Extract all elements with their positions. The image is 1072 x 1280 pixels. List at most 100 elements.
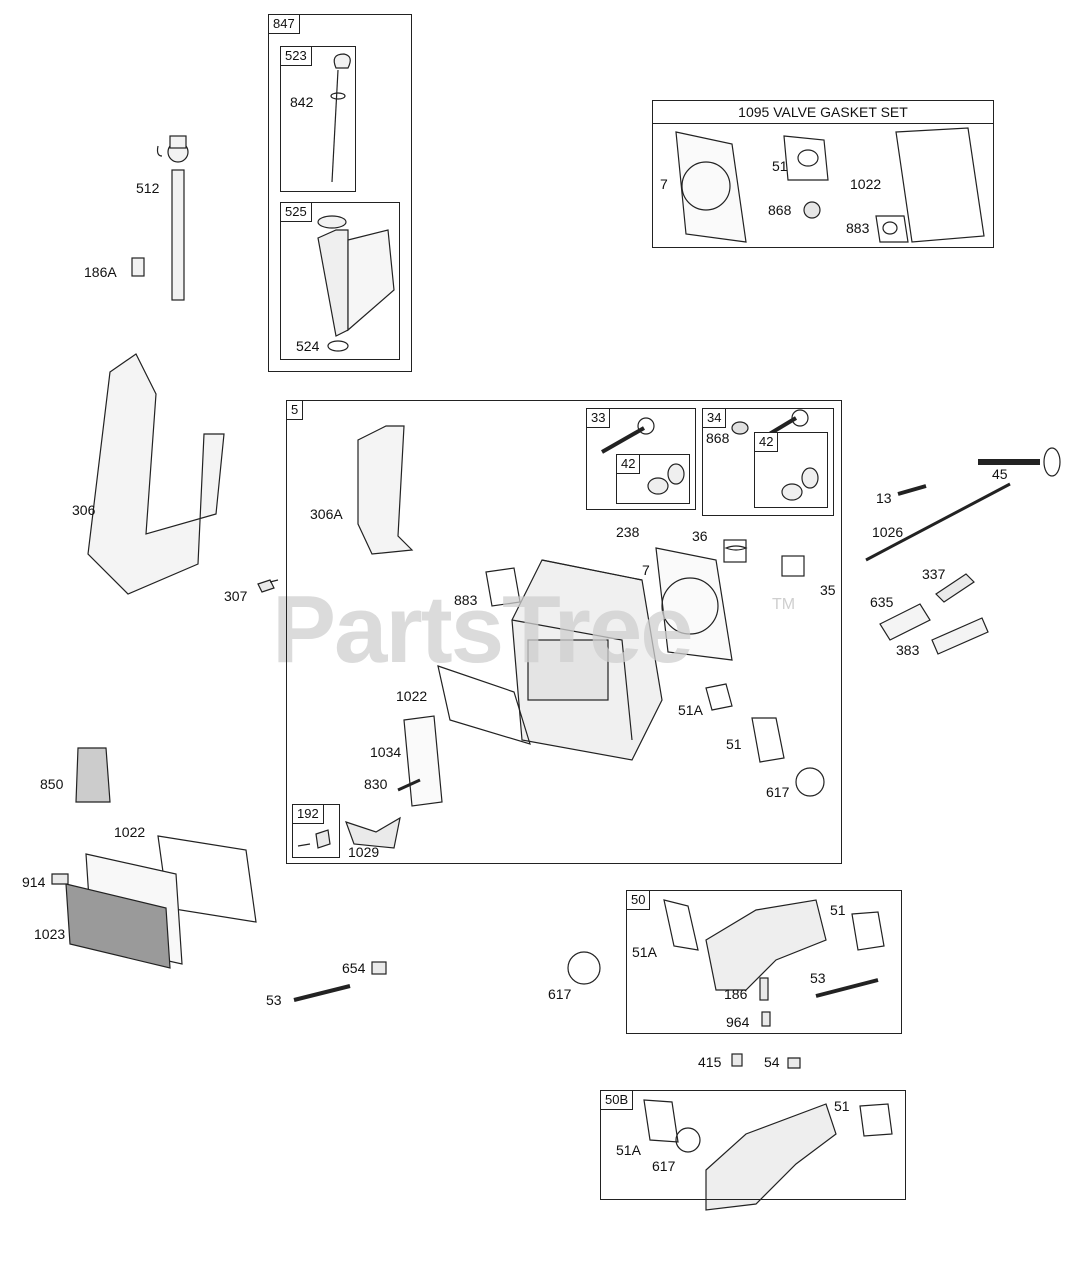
label-7: 7 — [642, 562, 650, 578]
label-gasket-set-1022: 1022 — [850, 176, 882, 192]
box-42-a-tag: 42 — [616, 454, 641, 474]
box-34-tag: 34 — [702, 408, 727, 428]
box-525-tag: 525 — [280, 202, 312, 222]
label-box50b-617: 617 — [652, 1158, 676, 1174]
box-33-tag: 33 — [586, 408, 611, 428]
label-53: 53 — [266, 992, 282, 1008]
label-914: 914 — [22, 874, 46, 890]
label-868: 868 — [706, 430, 730, 446]
valve-33-drawing — [601, 417, 685, 495]
springs-drawing — [723, 539, 805, 577]
part-186-drawing — [759, 977, 769, 1001]
label-383: 383 — [896, 642, 920, 658]
part-186a-drawing — [131, 257, 145, 277]
valve-34-drawing — [731, 409, 819, 501]
label-gasket-set-868: 868 — [768, 202, 792, 218]
bolt-13-drawing — [897, 484, 927, 496]
box-523-tag: 523 — [280, 46, 312, 66]
bolt-54-drawing — [787, 1057, 801, 1069]
label-306: 306 — [72, 502, 96, 518]
gasket-51-b50b-drawing — [859, 1103, 893, 1137]
box-42-b: 42 — [754, 432, 828, 508]
label-186a: 186A — [84, 264, 117, 280]
label-13: 13 — [876, 490, 892, 506]
gasket-set-drawings — [675, 127, 985, 243]
label-238: 238 — [616, 524, 640, 540]
label-617: 617 — [766, 784, 790, 800]
box-525: 525 — [280, 202, 400, 360]
box-33: 33 — [586, 408, 696, 510]
oil-fill-tube-drawing — [317, 215, 395, 352]
gasket-51a-drawing — [705, 683, 733, 711]
label-883: 883 — [454, 592, 478, 608]
label-box50-51: 51 — [830, 902, 846, 918]
gasket-51-b50-drawing — [851, 911, 885, 951]
label-842: 842 — [290, 94, 314, 110]
box-192: 192 — [292, 804, 340, 858]
gasket-51-drawing — [751, 717, 785, 763]
boot-635-drawing — [879, 603, 931, 641]
watermark: PartsTree — [272, 576, 694, 683]
gasket-51a-b50b-drawing — [643, 1099, 679, 1143]
label-box50-186: 186 — [724, 986, 748, 1002]
label-box50b-51: 51 — [834, 1098, 850, 1114]
box-5: 5 — [286, 400, 842, 864]
stud-830-drawing — [397, 778, 421, 792]
pushrod-1026-drawing — [865, 482, 1011, 562]
label-1029: 1029 — [348, 844, 380, 860]
label-box50-964: 964 — [726, 1014, 750, 1030]
part-964-drawing — [761, 1011, 771, 1027]
bolt-914-drawing — [51, 873, 69, 885]
label-635: 635 — [870, 594, 894, 610]
valve-45-drawing — [978, 447, 1061, 477]
label-gasket-set-51: 51 — [772, 158, 788, 174]
label-1026: 1026 — [872, 524, 904, 540]
box-50-tag: 50 — [626, 890, 651, 910]
label-51: 51 — [726, 736, 742, 752]
label-gasket-set-883: 883 — [846, 220, 870, 236]
label-54: 54 — [764, 1054, 780, 1070]
bracket-1029-drawing — [345, 816, 401, 849]
label-654: 654 — [342, 960, 366, 976]
box-847-tag: 847 — [268, 14, 300, 34]
dipstick-tube-drawing — [156, 135, 189, 301]
label-box50b-51a: 51A — [616, 1142, 641, 1158]
valve-gasket-set-title: 1095 VALVE GASKET SET — [653, 101, 993, 124]
label-415: 415 — [698, 1054, 722, 1070]
label-45: 45 — [992, 466, 1008, 482]
manifold-50-drawing — [705, 899, 827, 991]
box-34: 34 — [702, 408, 834, 516]
fitting-192-drawing — [297, 829, 331, 849]
box-42-a: 42 — [616, 454, 690, 504]
gasket-883-drawing — [485, 567, 521, 607]
label-830: 830 — [364, 776, 388, 792]
label-617-lower: 617 — [548, 986, 572, 1002]
box-523: 523 — [280, 46, 356, 192]
part-415-drawing — [731, 1053, 743, 1067]
label-1034: 1034 — [370, 744, 402, 760]
shroud-306a-drawing — [357, 425, 414, 555]
label-36: 36 — [692, 528, 708, 544]
box-50b-tag: 50B — [600, 1090, 634, 1110]
label-1023: 1023 — [34, 926, 66, 942]
stud-53-b50-drawing — [815, 978, 879, 998]
label-gasket-set-7: 7 — [660, 176, 668, 192]
nut-654-drawing — [371, 961, 387, 975]
label-1022: 1022 — [396, 688, 428, 704]
label-337: 337 — [922, 566, 946, 582]
label-306a: 306A — [310, 506, 343, 522]
gasket-51a-b50-drawing — [663, 899, 699, 951]
label-51a: 51A — [678, 702, 703, 718]
oring-617b-drawing — [567, 951, 601, 985]
cylinder-head-drawing — [511, 559, 663, 761]
head-gasket-drawing — [655, 547, 733, 661]
label-512: 512 — [136, 180, 160, 196]
tool-383-drawing — [931, 617, 989, 655]
gasket-1022-drawing — [437, 665, 531, 745]
box-192-tag: 192 — [292, 804, 324, 824]
box-50: 50 — [626, 890, 902, 1034]
label-1022-lower: 1022 — [114, 824, 146, 840]
box-847: 847 — [268, 14, 412, 372]
label-box50-51a: 51A — [632, 944, 657, 960]
spark-plug-337-drawing — [935, 573, 975, 603]
